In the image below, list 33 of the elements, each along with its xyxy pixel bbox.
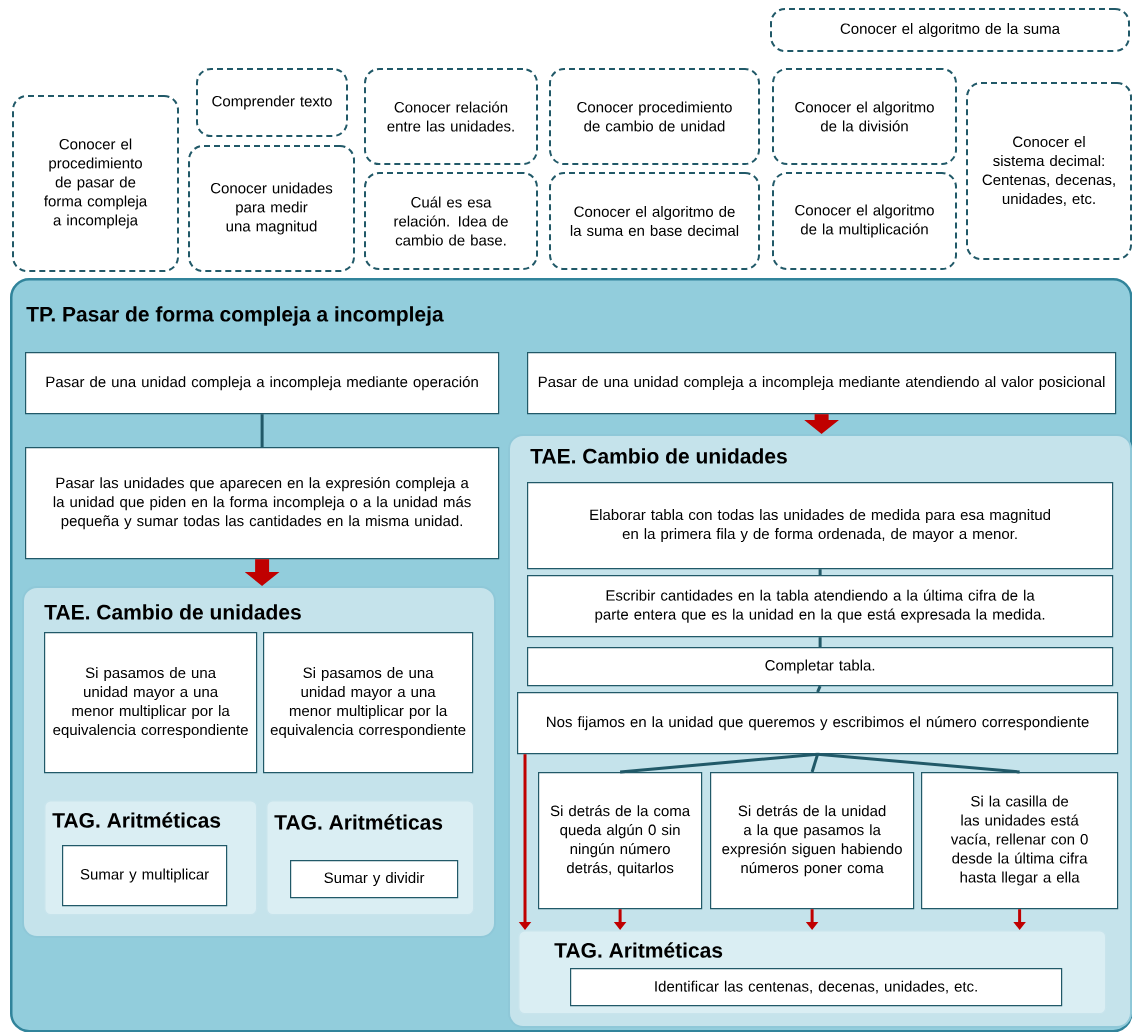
step-box: Si detrás de la coma queda algún 0 sin ningún número detrás, quitarlos bbox=[538, 772, 703, 910]
step-box: Si pasamos de una unidad mayor a una menor multiplicar por la equivalencia correspondiente bbox=[263, 632, 474, 774]
dashed-box: Cuál es esa relación. Idea de cambio de base. bbox=[364, 172, 538, 270]
dashed-box: Conocer relación entre las unidades. bbox=[364, 68, 538, 165]
step-box: Pasar de una unidad compleja a incompleja mediante operación bbox=[25, 352, 500, 415]
dashed-box: Conocer el algoritmo de la multiplicación bbox=[772, 172, 957, 270]
step-box: Escribir cantidades en la tabla atendiendo a la última cifra de la parte entera que es la unidad en la que está expresada la medida. bbox=[527, 575, 1114, 638]
connector-line bbox=[817, 752, 1020, 774]
step-box: Si la casilla de las unidades está vacía, rellenar con 0 desde la última cifra hasta llegar a ella bbox=[921, 772, 1119, 910]
dashed-box: Conocer el algoritmo de la suma en base decimal bbox=[549, 172, 760, 270]
step-box: Si pasamos de una unidad mayor a una menor multiplicar por la equivalencia correspondiente bbox=[44, 632, 258, 774]
step-box: Nos fijamos en la unidad que queremos y escribimos el número correspondiente bbox=[517, 692, 1119, 755]
step-box: Elaborar tabla con todas las unidades de medida para esa magnitud en la primera fila y de forma ordenada, de mayor a menor. bbox=[527, 482, 1114, 570]
dashed-box: Conocer el algoritmo de la suma bbox=[770, 8, 1130, 52]
step-box: Completar tabla. bbox=[527, 647, 1114, 687]
dashed-box: Conocer procedimiento de cambio de unidad bbox=[549, 68, 760, 165]
step-box: Sumar y multiplicar bbox=[62, 845, 228, 907]
connector-line bbox=[619, 752, 818, 774]
dashed-box: Conocer el procedimiento de pasar de forma compleja a incompleja bbox=[12, 95, 179, 272]
step-box: Identificar las centenas, decenas, unidades, etc. bbox=[570, 968, 1063, 1007]
connector-line bbox=[818, 569, 822, 575]
connector-line bbox=[818, 637, 822, 647]
step-box: Sumar y dividir bbox=[290, 860, 459, 899]
dashed-box: Conocer unidades para medir una magnitud bbox=[188, 145, 355, 272]
step-box: Si detrás de la unidad a la que pasamos la expresión siguen habiendo números poner coma bbox=[710, 772, 915, 910]
step-box: Pasar las unidades que aparecen en la expresión compleja a la unidad que piden en la forma incompleja o a la unidad más pequeña y sumar todas las cantidades en la misma unidad. bbox=[25, 447, 500, 560]
dashed-box: Conocer el algoritmo de la división bbox=[772, 68, 957, 165]
dashed-box: Conocer el sistema decimal: Centenas, decenas, unidades, etc. bbox=[966, 82, 1132, 260]
step-box: Pasar de una unidad compleja a incompleja mediante atendiendo al valor posicional bbox=[527, 352, 1117, 415]
dashed-box: Comprender texto bbox=[196, 68, 348, 137]
connector-line bbox=[816, 685, 822, 693]
connector-line bbox=[260, 414, 264, 447]
connector-line bbox=[810, 753, 820, 773]
